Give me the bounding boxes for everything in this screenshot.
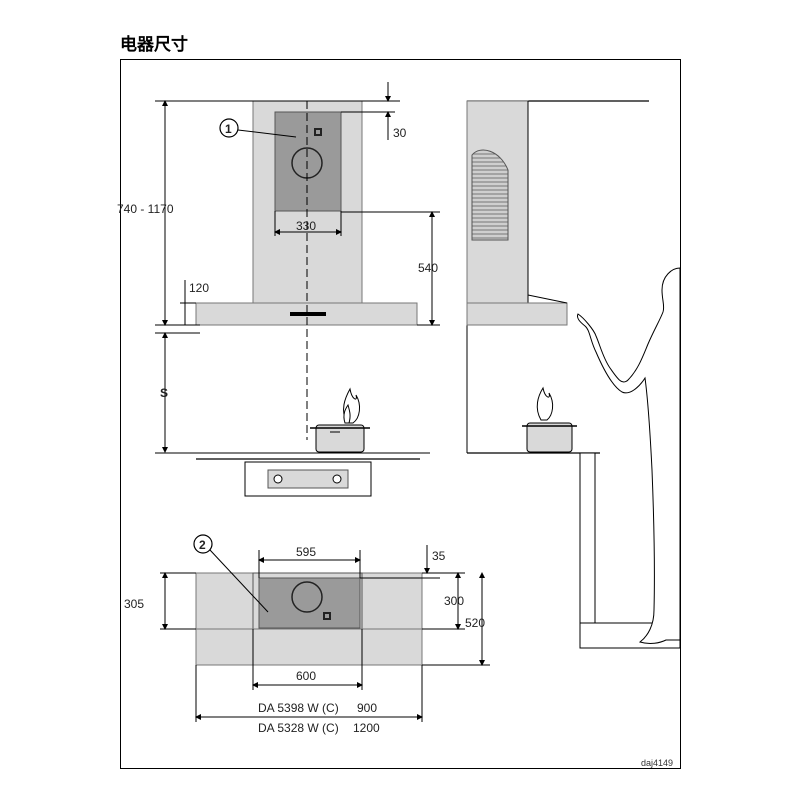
duct-width-label: 330	[296, 219, 316, 233]
top-view: 595 35 305 300 520 600 DA 5398 W (C) 900…	[124, 534, 490, 735]
flexible-duct	[471, 149, 509, 241]
page-title: 电器尺寸	[120, 35, 188, 55]
front-duct-opening	[274, 111, 342, 212]
top-offset-label: 35	[432, 549, 446, 563]
canopy-light-strip	[290, 312, 326, 316]
duct-depth-label: 300	[444, 594, 464, 608]
depth-left-label: 305	[124, 597, 144, 611]
chimney-lower-label: 540	[418, 261, 438, 275]
callout-1: 1	[225, 122, 232, 136]
cabinet-side	[579, 452, 596, 624]
clearance-label: S	[160, 386, 168, 400]
callout-2: 2	[199, 538, 206, 552]
model-2-name: DA 5328 W (C)	[258, 721, 339, 735]
duct-offset-label: 30	[393, 126, 407, 140]
drawing-code: daj4149	[641, 758, 673, 768]
top-width-label: 595	[296, 545, 316, 559]
person-icon	[577, 267, 681, 644]
pot-icon	[310, 424, 370, 453]
flame-icon	[343, 387, 361, 424]
top-duct	[258, 577, 361, 629]
model-1-name: DA 5398 W (C)	[258, 701, 339, 715]
chimney-width-label: 600	[296, 669, 316, 683]
side-canopy	[466, 302, 568, 326]
height-range-label: 740 - 1170	[117, 202, 174, 216]
front-view: 740 - 1170 120 S 30 330 540 1	[117, 82, 440, 497]
side-flame-icon	[536, 386, 554, 421]
model-1-width: 900	[357, 701, 377, 715]
total-depth-label: 520	[465, 616, 485, 630]
side-pot-icon	[522, 422, 577, 453]
model-2-width: 1200	[353, 721, 380, 735]
canopy-height-label: 120	[189, 281, 209, 295]
side-view	[466, 100, 681, 649]
